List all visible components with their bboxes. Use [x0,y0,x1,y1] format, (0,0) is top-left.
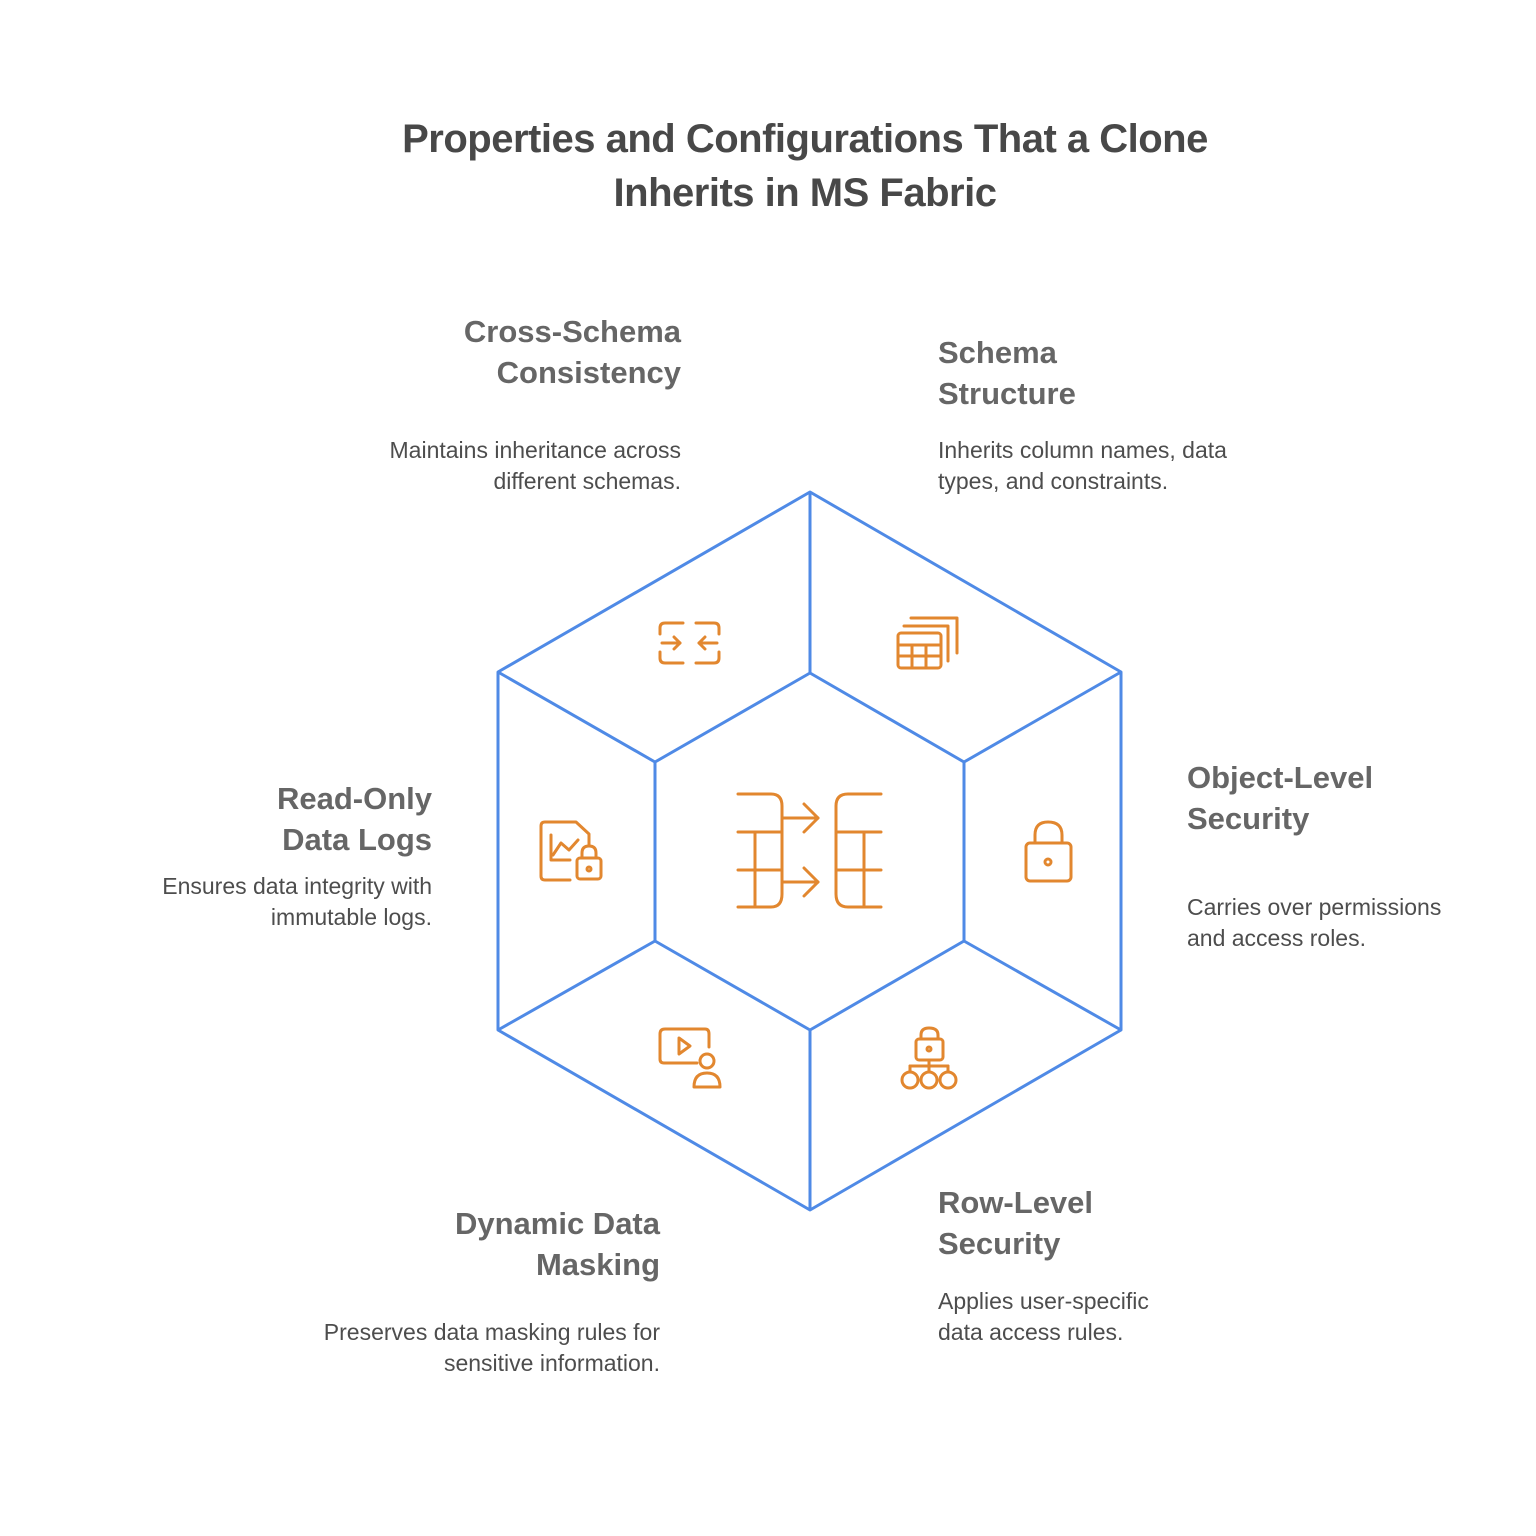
label-line: Security [1187,801,1310,836]
label-line: Security [938,1226,1061,1261]
desc-line: Applies user-specific [938,1288,1149,1314]
desc-line: Carries over permissions [1187,894,1442,920]
title-line-1: Properties and Configurations That a Clo… [402,117,1208,161]
label-line: Row-Level [938,1185,1094,1220]
desc-line: Preserves data masking rules for [323,1319,660,1345]
desc-line: immutable logs. [270,904,432,930]
table-transfer-icon [736,792,883,909]
label-dynamic-masking: Dynamic Data Masking [455,1203,660,1285]
desc-line: different schemas. [493,468,681,494]
chart-file-lock-icon [539,820,603,882]
label-line: Structure [938,376,1076,411]
desc-line: types, and constraints. [938,468,1169,494]
desc-row-level: Applies user-specific data access rules. [938,1286,1149,1348]
desc-line: Inherits column names, data [938,437,1227,463]
desc-schema-structure: Inherits column names, data types, and c… [938,435,1227,497]
label-line: Masking [535,1247,660,1282]
hexagon-outline [496,490,1123,1212]
desc-line: data access rules. [938,1319,1124,1345]
label-line: Cross-Schema [463,314,681,349]
stacked-tables-icon [896,616,959,670]
lock-icon [1024,820,1073,883]
label-cross-schema: Cross-Schema Consistency [464,311,681,393]
label-row-level: Row-Level Security [938,1182,1093,1264]
desc-dynamic-masking: Preserves data masking rules for sensiti… [324,1317,660,1379]
label-line: Read-Only [276,781,432,816]
label-line: Schema [938,335,1057,370]
label-line: Data Logs [282,822,432,857]
label-read-only-logs: Read-Only Data Logs [277,778,432,860]
label-line: Consistency [496,355,681,390]
desc-line: sensitive information. [443,1350,660,1376]
label-line: Object-Level [1187,760,1374,795]
desc-cross-schema: Maintains inheritance across different s… [390,435,681,497]
merge-arrows-icon [658,621,721,665]
diagram-title: Properties and Configurations That a Clo… [0,112,1536,220]
label-line: Dynamic Data [454,1206,660,1241]
desc-object-level: Carries over permissions and access role… [1187,892,1441,954]
lock-hierarchy-icon [900,1026,958,1090]
label-object-level: Object-Level Security [1187,757,1373,839]
desc-read-only-logs: Ensures data integrity with immutable lo… [162,871,432,933]
video-user-icon [658,1027,722,1089]
desc-line: and access roles. [1187,925,1366,951]
title-line-2: Inherits in MS Fabric [613,171,997,215]
desc-line: Maintains inheritance across [389,437,681,463]
label-schema-structure: Schema Structure [938,332,1076,414]
desc-line: Ensures data integrity with [162,873,432,899]
